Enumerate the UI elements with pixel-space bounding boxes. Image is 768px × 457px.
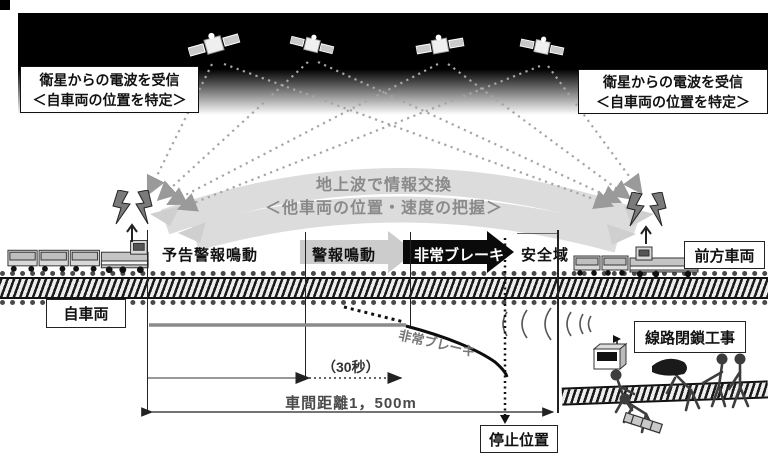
satellite-icon [187,32,241,57]
zone-warning: 警報鳴動 [312,247,377,264]
zone-safety: 安全域 [521,247,570,264]
forward-vehicle-label: 前方車両 [694,247,755,265]
stop-position-label-box: 停止位置 [480,425,558,453]
zone-emergency-brake: 非常ブレーキ [414,247,505,264]
boundary-line-warning [305,232,306,380]
satellite-reception-right-line2: ＜自車両の位置を特定＞ [596,93,750,110]
satellite-reception-left-line1: 衛星からの電波を受信 [39,71,180,88]
forward-vehicle-label-box: 前方車両 [684,241,765,269]
lightning-bolt-icon [112,190,153,242]
own-vehicle-label: 自車両 [63,306,109,323]
lightning-bolt-icon [626,192,667,244]
own-train-icon [7,240,149,274]
track-closure-label-box: 線路閉鎖工事 [634,321,746,353]
satellite-icon [519,36,565,56]
corner-mark [0,0,10,10]
zone-advance-warning: 予告警報鳴動 [162,247,259,264]
forward-train-icon [573,246,699,278]
coast-dotted-line [343,305,405,324]
satellite-reception-box-left: 衛星からの電波を受信 ＜自車両の位置を特定＞ [20,66,199,113]
satellite-reception-box-right: 衛星からの電波を受信 ＜自車両の位置を特定＞ [578,69,768,114]
stop-arrowhead [500,415,510,424]
boundary-line-forward [557,230,559,413]
headway-distance-label: 車間距離1，500m [285,395,417,412]
track-workers-icon [610,353,750,434]
boundary-line-brake [410,232,411,326]
satellite-reception-left-line2: ＜自車両の位置を特定＞ [32,91,187,108]
satellite-icon [415,34,465,55]
stop-position-label: 停止位置 [488,431,549,449]
boundary-line-own [147,230,148,412]
satellite-icon [289,34,335,55]
material-pile [652,358,687,376]
safety-zone-topline [517,233,557,234]
brake-curve-label: 非常ブレーキ [397,327,477,360]
track-closure-label: 線路閉鎖工事 [644,329,735,347]
satellite-reception-right-line1: 衛星からの電波を受信 [603,73,743,90]
own-vehicle-label-box: 自車両 [46,299,126,328]
main-track [0,271,768,305]
coast-time-label: （30秒） [322,359,380,375]
radio-transmitter-icon [592,335,628,371]
